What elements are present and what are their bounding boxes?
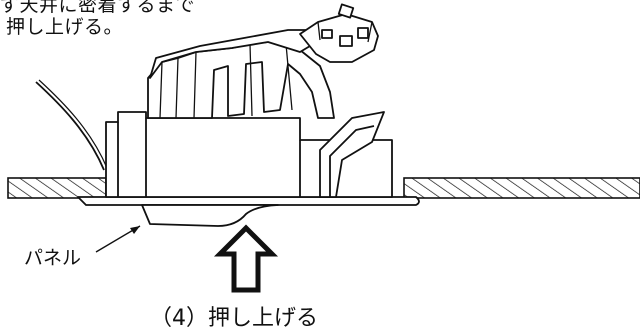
up-arrow-icon <box>213 224 279 293</box>
fixture-flange <box>77 196 420 206</box>
ceiling-board-right <box>403 177 640 199</box>
instruction-line-1: ず天井に密着するまで <box>0 0 196 16</box>
power-cable <box>35 81 105 171</box>
panel <box>141 204 279 227</box>
ceiling-board-left <box>7 177 107 199</box>
instruction-line-2: 押し上げる。 <box>6 16 124 38</box>
instruction-text: ず天井に密着するまで 押し上げる。 <box>0 0 195 38</box>
panel-label: パネル <box>24 247 82 269</box>
downlight-fixture <box>77 3 420 206</box>
step-label: （4）押し上げる <box>150 306 318 331</box>
terminal-block <box>299 13 379 63</box>
mounting-spring <box>319 111 385 198</box>
